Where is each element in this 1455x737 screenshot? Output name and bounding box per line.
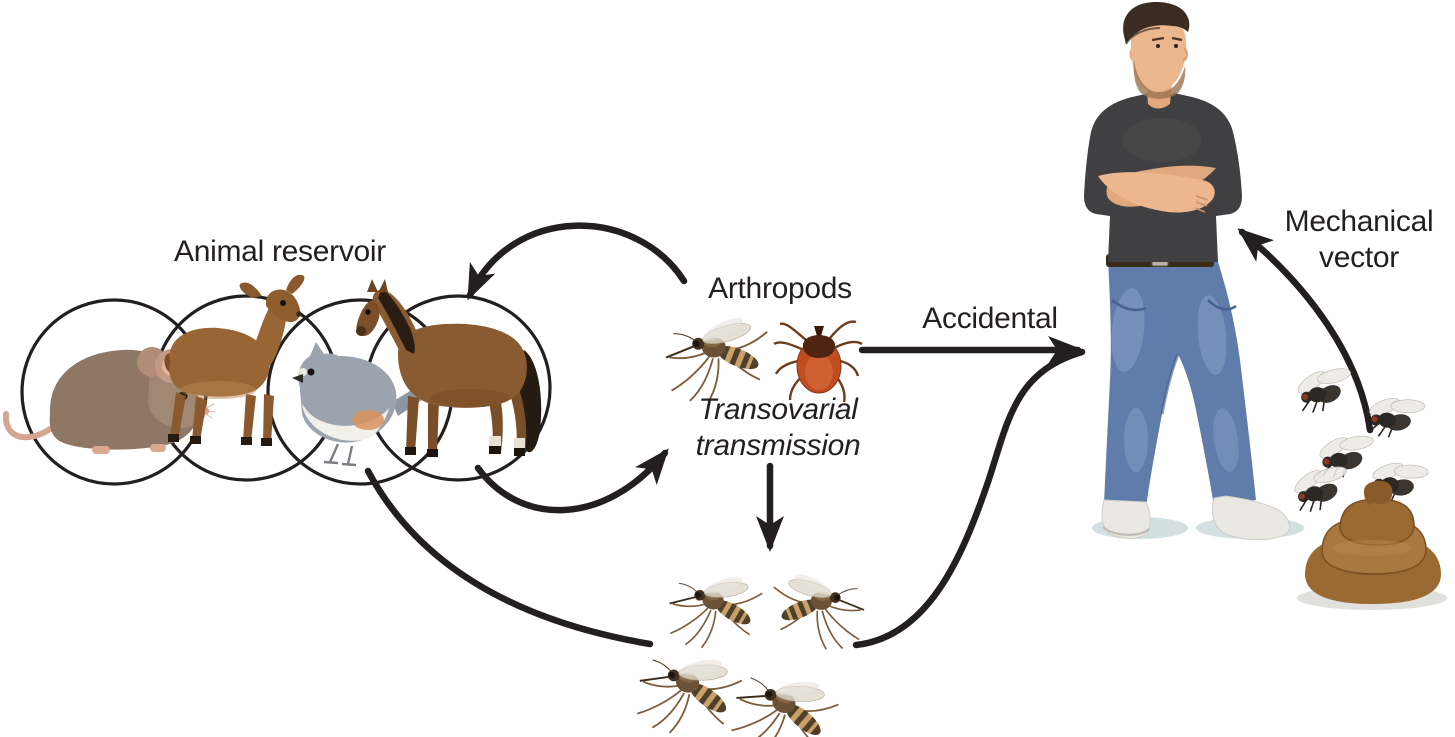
feces-icon <box>1297 480 1447 610</box>
arrow-reservoir-to-arthropods <box>474 448 669 514</box>
label-accidental: Accidental <box>922 302 1058 335</box>
label-arthropods: Arthropods <box>708 272 852 305</box>
deer-icon <box>164 274 305 446</box>
offspring-mosquito-icon <box>774 571 864 650</box>
label-mechanical-vector: Mechanical vector <box>1284 205 1434 274</box>
human-figure <box>1084 2 1304 541</box>
arrow-reservoir-to-offspring <box>364 467 654 648</box>
label-transovarial-transmission: Transovarial transmission <box>695 393 861 462</box>
offspring-mosquito-icon <box>629 639 746 737</box>
mosquito-icon <box>666 314 767 402</box>
arrow-arthropods-to-reservoir <box>466 222 688 301</box>
arrow-mechanical-vector <box>1237 228 1374 434</box>
arrow-offspring-to-human <box>852 348 1086 649</box>
tick-icon <box>773 320 863 403</box>
offspring-mosquito-icon <box>723 657 844 737</box>
offspring-mosquito-icon <box>664 565 764 655</box>
fly-icon <box>1287 460 1354 516</box>
horse-icon <box>356 279 542 457</box>
arrows <box>364 222 1374 649</box>
fly-icon <box>1363 391 1428 442</box>
label-animal-reservoir: Animal reservoir <box>174 235 386 268</box>
fly-icon <box>1291 362 1357 416</box>
